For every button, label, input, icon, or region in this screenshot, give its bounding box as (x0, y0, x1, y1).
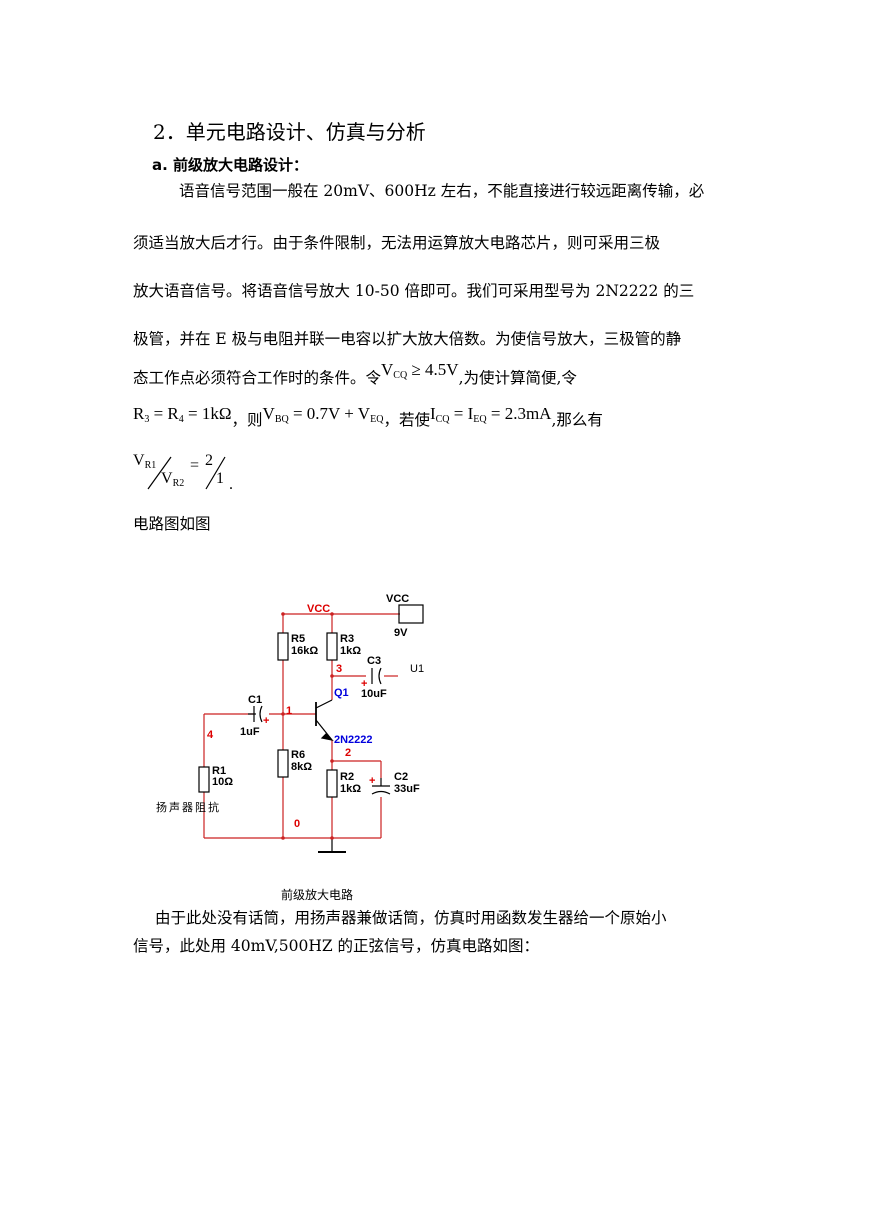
equals-sign: = (190, 457, 200, 474)
section-heading: 2．单元电路设计、仿真与分析 (153, 120, 426, 144)
r3-value: 1kΩ (340, 645, 361, 657)
c1-label: C1 (248, 694, 262, 706)
r6-value: 8kΩ (291, 761, 312, 773)
paragraph-line: 须适当放大后才行。由于条件限制，无法用运算放大电路芯片，则可采用三极 (133, 234, 661, 252)
node-4-label: 4 (207, 729, 214, 741)
vcc-value-label: 9V (394, 627, 408, 639)
paragraph-line: 由于此处没有话筒，用扬声器兼做话筒，仿真时用函数发生器给一个原始小 (155, 909, 667, 927)
paragraph-text: ,那么有 (551, 411, 603, 429)
vcc-net-label: VCC (307, 603, 330, 615)
capacitor-c2 (371, 778, 391, 795)
paragraph-text: ,为使计算简便,令 (458, 369, 577, 387)
fraction-slash (147, 456, 172, 490)
r1-label: R1 (212, 765, 226, 777)
ratio-numerator-v: VR1 (133, 452, 157, 471)
c3-value: 10uF (361, 688, 387, 700)
subsection-heading: a. 前级放大电路设计： (152, 156, 309, 174)
c2-plus: + (369, 775, 375, 787)
q1-label: Q1 (334, 687, 349, 699)
ratio-den: 1 (216, 470, 224, 487)
resistor-r2 (326, 769, 338, 798)
ground-symbol (318, 838, 346, 853)
capacitor-c1 (248, 705, 263, 723)
speaker-impedance-label: 扬声器阻抗 (156, 800, 221, 814)
ratio-denominator-v: VR2 (161, 470, 185, 489)
u1-label: U1 (410, 663, 424, 675)
figure-caption: 前级放大电路 (281, 888, 354, 902)
c2-value: 33uF (394, 783, 420, 795)
equation-line: R3 = R4 = 1kΩ，则VBQ = 0.7V + VEQ，若使ICQ = … (133, 402, 603, 432)
period: . (229, 476, 233, 493)
transistor-q1 (315, 699, 334, 741)
paragraph-line: 语音信号范围一般在 20mV、600Hz 左右，不能直接进行较远距离传输，必 (179, 182, 705, 200)
node-3-label: 3 (336, 663, 342, 675)
c1-value: 1uF (240, 726, 260, 738)
diagram-intro: 电路图如图 (133, 515, 211, 533)
r6-label: R6 (291, 749, 305, 761)
vcc-source-symbol (398, 604, 424, 624)
paragraph-line: 放大语音信号。将语音信号放大 10-50 倍即可。我们可采用型号为 2N2222… (133, 282, 695, 300)
circuit-diagram: VCC VCC 9V R5 16kΩ R3 1kΩ C3 + 10uF U1 3… (156, 593, 424, 853)
math-icq: ICQ = IEQ = 2.3mA (429, 404, 552, 425)
r1-value: 10Ω (212, 776, 233, 788)
paragraph-line: 极管，并在 E 极与电阻并联一电容以扩大放大倍数。为使信号放大，三极管的静 (133, 330, 682, 348)
fraction-slash (205, 456, 226, 490)
resistor-r3 (326, 632, 338, 661)
node-2-label: 2 (345, 747, 351, 759)
resistor-r6 (277, 749, 289, 778)
resistor-r5 (277, 632, 289, 661)
paragraph-text: 态工作点必须符合工作时的条件。令 (133, 369, 382, 387)
r5-value: 16kΩ (291, 645, 318, 657)
paragraph-line: 信号，此处用 40mV,500HZ 的正弦信号，仿真电路如图： (133, 937, 540, 955)
wires (203, 613, 400, 839)
r5-label: R5 (291, 633, 305, 645)
r2-value: 1kΩ (340, 783, 361, 795)
r3-label: R3 (340, 633, 354, 645)
capacitor-c3 (371, 667, 382, 685)
resistor-r1 (198, 766, 210, 793)
ratio-num: 2 (205, 452, 213, 469)
c3-plus: + (361, 678, 367, 690)
c2-label: C2 (394, 771, 408, 783)
paragraph-text: ，则 (231, 411, 263, 429)
node-0-label: 0 (294, 818, 300, 830)
math-vcq: VCQ ≥ 4.5V (381, 360, 459, 381)
ratio-equation: VR1 VR2 = 2 1 . (133, 452, 243, 494)
math-vbq: VBQ = 0.7V + VEQ (262, 404, 384, 425)
c1-plus: + (263, 715, 269, 727)
r2-label: R2 (340, 771, 354, 783)
vcc-source-label: VCC (386, 593, 409, 605)
paragraph-line-with-math: 态工作点必须符合工作时的条件。令VCQ ≥ 4.5V,为使计算简便,令 (133, 358, 577, 388)
c3-label: C3 (367, 655, 381, 667)
node-1-label: 1 (286, 705, 292, 717)
paragraph-text: ，若使 (383, 411, 430, 429)
junction-dots (281, 612, 334, 840)
q1-model-label: 2N2222 (334, 734, 373, 746)
math-r3-r4: R3 = R4 = 1kΩ (133, 404, 232, 425)
